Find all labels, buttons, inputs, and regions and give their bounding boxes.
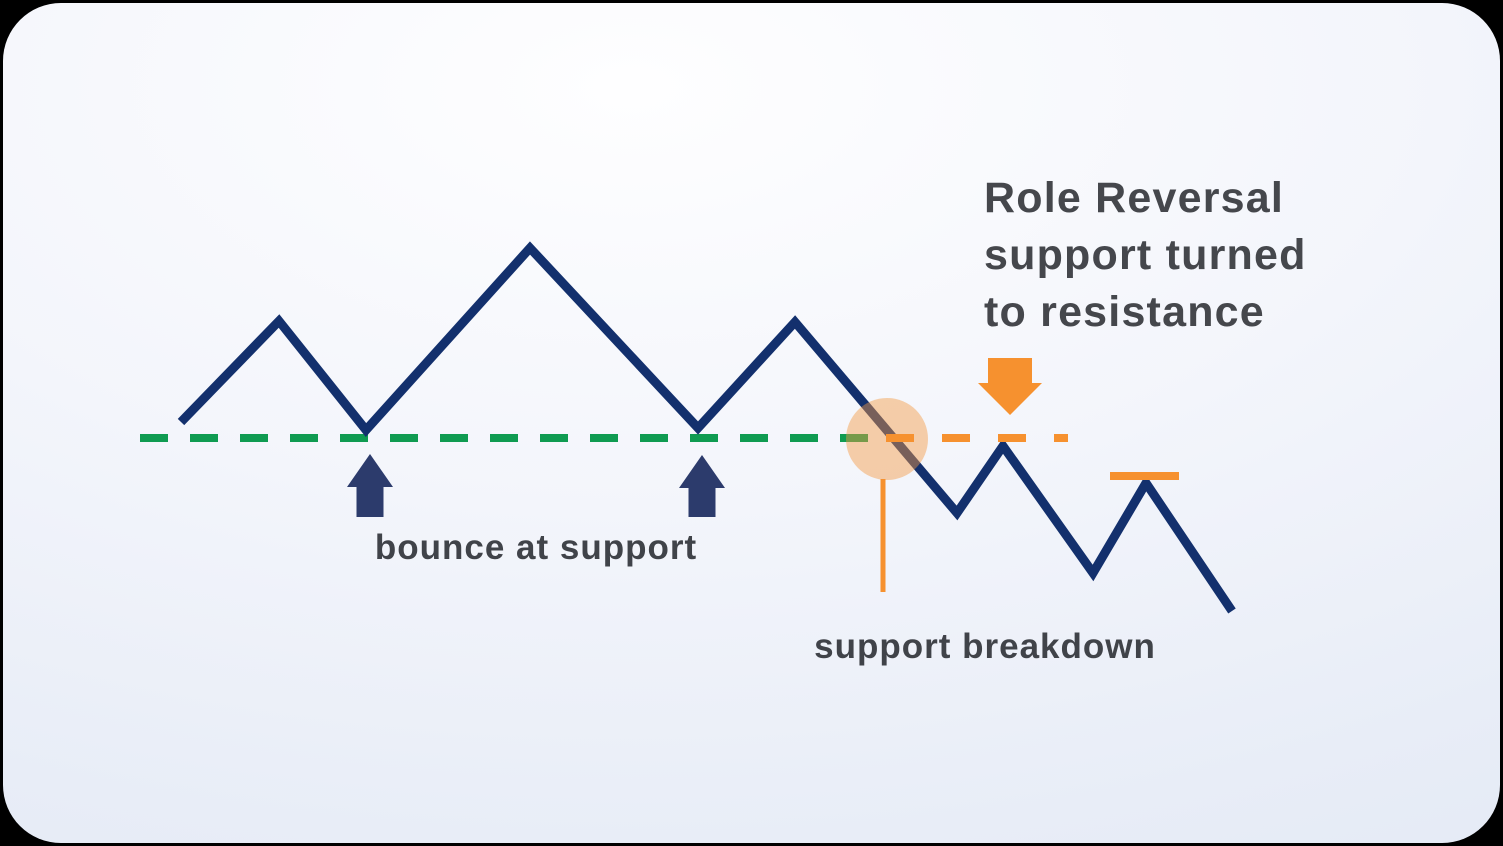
resistance-down-arrow-icon <box>978 358 1042 415</box>
diagram-panel <box>3 3 1500 843</box>
title-line-3: to resistance <box>984 288 1265 336</box>
bounce-up-arrow-1-icon <box>347 454 393 517</box>
resistance-bar <box>1110 472 1179 480</box>
price-line <box>177 241 1236 614</box>
title-line-1: Role Reversal <box>984 174 1285 222</box>
title-line-2: support turned <box>984 231 1307 279</box>
support-breakdown-label: support breakdown <box>814 627 1156 666</box>
bounce-up-arrow-2-icon <box>679 455 725 517</box>
role-reversal-title: Role Reversal support turned to resistan… <box>984 170 1307 341</box>
bounce-at-support-label: bounce at support <box>374 528 698 567</box>
